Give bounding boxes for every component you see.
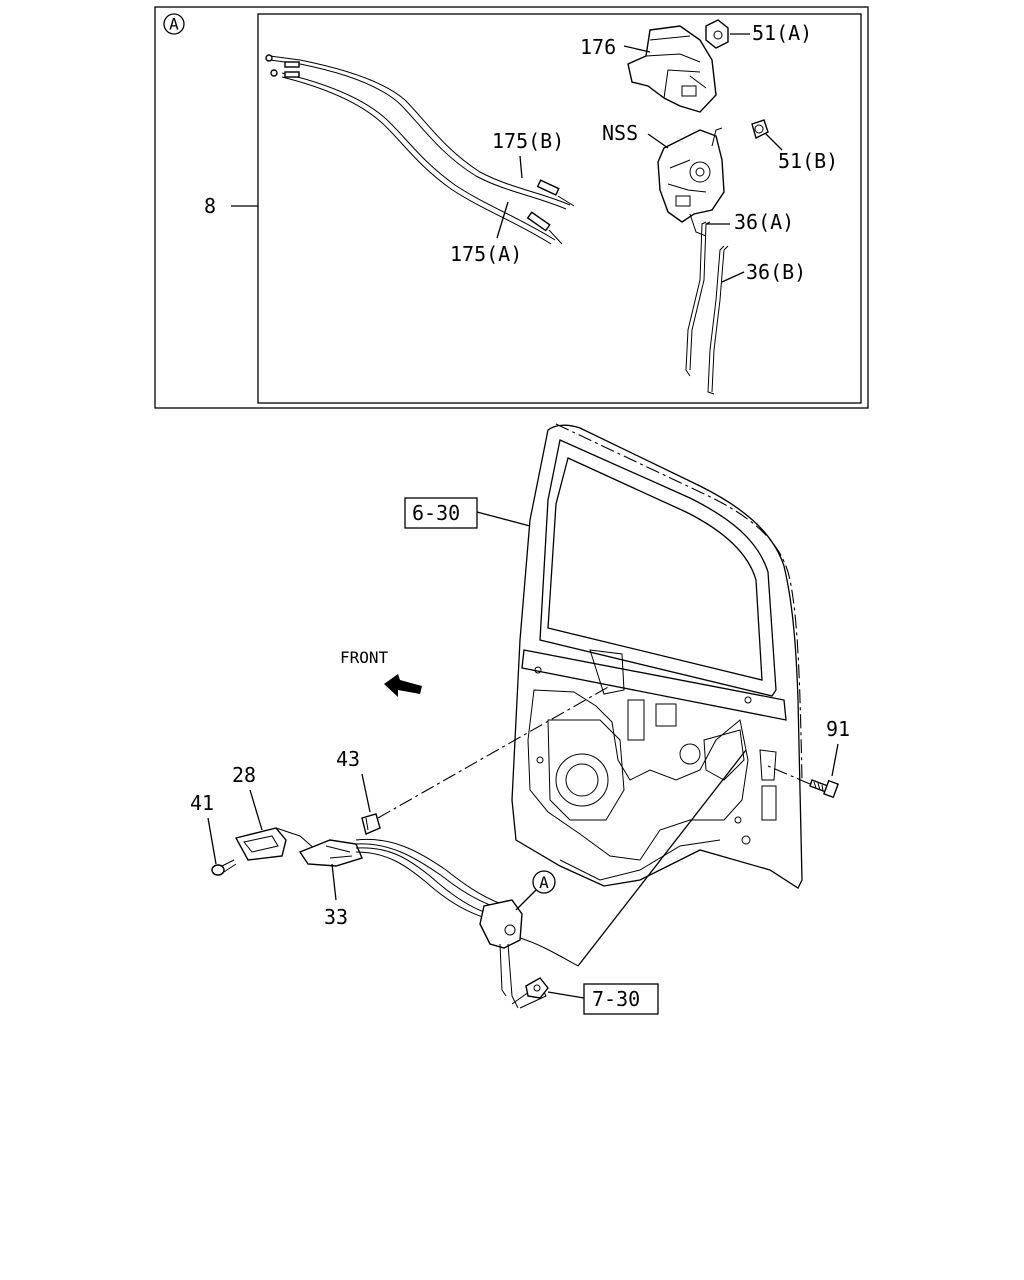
door-ref-box — [404, 497, 478, 529]
leader-176 — [623, 45, 651, 53]
clip-51a — [705, 19, 729, 49]
bolt-91 — [809, 779, 839, 799]
detail-view-a: A 8 175(B) 175(A) 176 — [154, 6, 869, 409]
leader-51b — [765, 133, 783, 151]
leader-28 — [249, 789, 263, 831]
label-bolt-91: 91 — [826, 717, 850, 741]
leader-43 — [361, 773, 371, 813]
detail-outer-frame — [154, 6, 869, 409]
bushing-43 — [361, 813, 381, 835]
callout-marker-a: A — [515, 870, 556, 911]
callout-marker-text: A — [539, 873, 549, 892]
detail-marker-a: A — [163, 13, 185, 35]
rod-36a — [685, 221, 711, 377]
bushing-43-install-line — [377, 685, 611, 819]
front-direction-label: FRONT — [340, 648, 389, 667]
detail-inner-frame — [257, 13, 862, 404]
door-lock-assembly-nss — [657, 127, 725, 237]
leader-175a — [496, 201, 509, 239]
lock-cover-176 — [627, 25, 717, 113]
leader-nss — [647, 133, 669, 149]
label-bezel-28: 28 — [232, 763, 256, 787]
label-handle-33: 33 — [324, 905, 348, 929]
label-cable-175b: 175(B) — [492, 129, 564, 153]
label-clip-51a: 51(A) — [752, 21, 812, 45]
leader-41 — [207, 817, 217, 865]
label-clip-51b: 51(B) — [778, 149, 838, 173]
inside-handle-33 — [298, 838, 503, 919]
leader-91 — [831, 743, 839, 777]
cable-assembly-175 — [265, 54, 575, 245]
screw-41 — [211, 859, 237, 876]
clip-51b — [751, 119, 769, 140]
label-bushing-43: 43 — [336, 747, 360, 771]
latch-ref-box — [583, 983, 659, 1015]
label-rod-36a: 36(A) — [734, 210, 794, 234]
main-view: 6-30 FRONT 91 43 28 — [190, 423, 850, 1015]
label-cable-175a: 175(A) — [450, 242, 522, 266]
leader-33 — [331, 863, 337, 901]
label-lock-cover-176: 176 — [580, 35, 616, 59]
front-arrow-icon — [384, 674, 422, 697]
leader-36b — [721, 271, 745, 283]
label-latch-ref: 7-30 — [592, 987, 640, 1011]
label-rod-36b: 36(B) — [746, 260, 806, 284]
door-panel — [511, 423, 803, 889]
lock-unit — [479, 899, 579, 1009]
detail-marker-text: A — [169, 15, 179, 34]
label-lock-assembly-nss: NSS — [602, 121, 638, 145]
rod-36b — [707, 245, 729, 395]
label-door-ref: 6-30 — [412, 501, 460, 525]
label-assembly-8: 8 — [204, 194, 216, 218]
lock-unit-install-line — [577, 749, 747, 967]
latch-7-30 — [525, 977, 549, 999]
leader-latch-ref — [547, 991, 585, 999]
bolt-91-install-line — [767, 765, 811, 785]
bezel-28 — [234, 827, 317, 861]
label-screw-41: 41 — [190, 791, 214, 815]
leader-175b — [519, 155, 523, 179]
leader-door-ref — [476, 511, 531, 527]
